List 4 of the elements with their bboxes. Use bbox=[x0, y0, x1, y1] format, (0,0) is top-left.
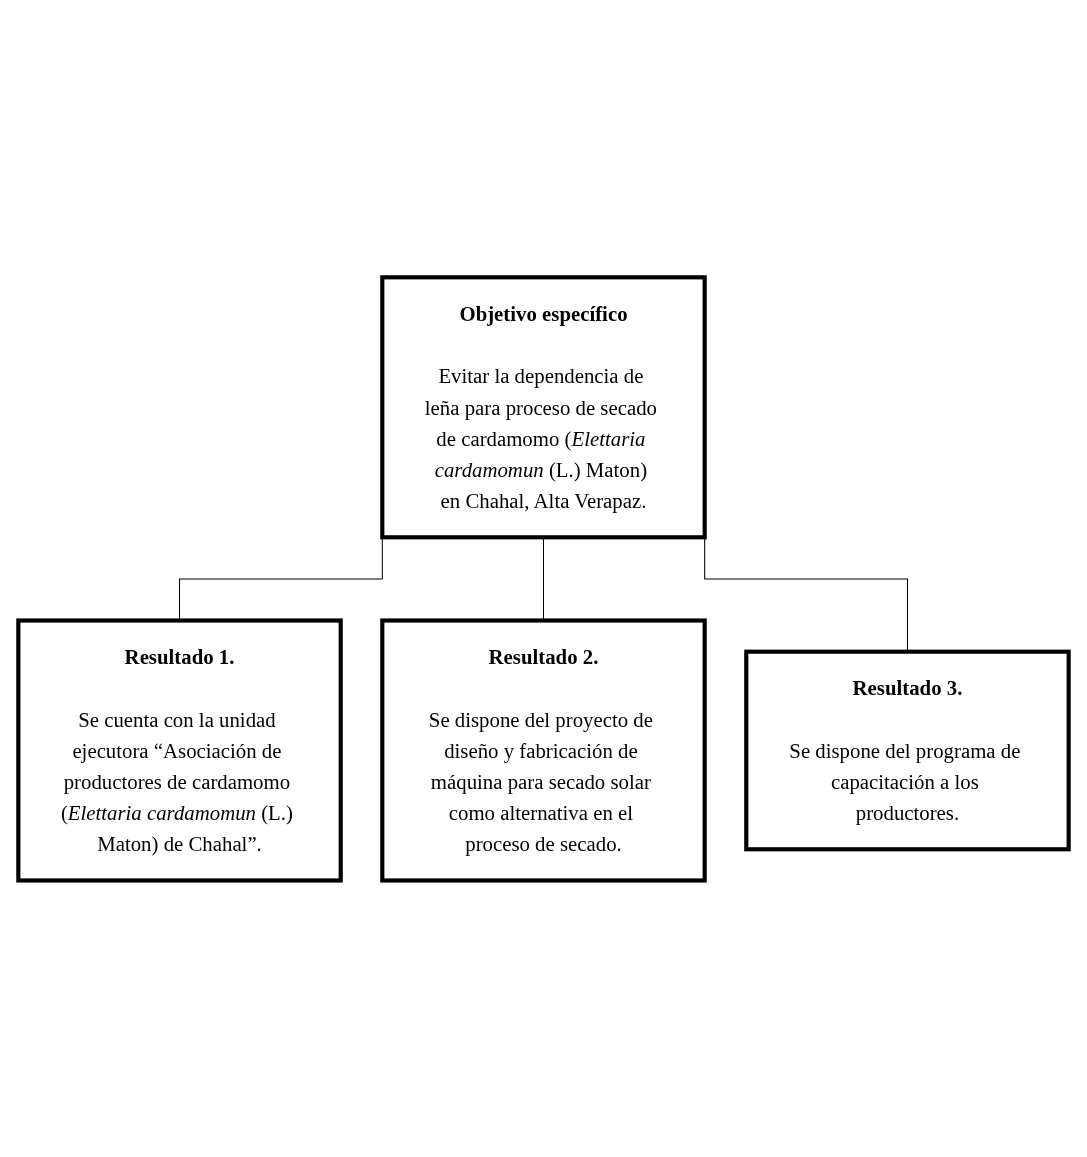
node-box: Resultado 1. Se cuenta con la unidad ejecutora “Asociación de productores de cardamomo (Elettaria cardamomun (L.) Maton) de Chahal”. bbox=[16, 618, 343, 883]
node-box: Objetivo específico Evitar la dependencia de leña para proceso de secado de cardamomo (Elettaria cardamomun (L.) Maton) en Chahal, Alta Verapaz. bbox=[380, 274, 707, 539]
node-box: Resultado 3. Se dispone del programa de capacitación a los productores. bbox=[744, 649, 1071, 851]
node-box: Resultado 2. Se dispone del proyecto de diseño y fabricación de máquina para secado solar como alternativa en el proceso de secado. bbox=[380, 618, 707, 883]
